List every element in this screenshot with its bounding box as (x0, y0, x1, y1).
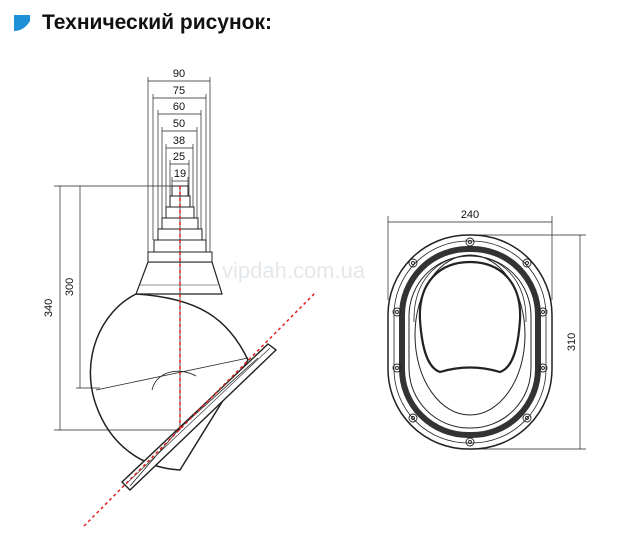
dim-25: 25 (173, 151, 185, 163)
dim-width-240: 240 (461, 209, 479, 221)
dim-75: 75 (173, 85, 185, 97)
dim-90: 90 (173, 68, 185, 80)
bolt-holes (392, 237, 548, 447)
header-marker-icon (14, 15, 30, 31)
top-view (387, 216, 586, 450)
side-view (54, 77, 278, 491)
cone-neck (135, 261, 223, 295)
axis-lines (83, 186, 317, 527)
watermark: vipdah.com.ua (222, 258, 366, 283)
header: Технический рисунок: (12, 8, 272, 38)
page-title: Технический рисунок: (42, 11, 273, 34)
dim-38: 38 (173, 135, 185, 147)
dim-60: 60 (173, 101, 185, 113)
dome-body (89, 293, 249, 471)
dim-19: 19 (174, 168, 186, 180)
dim-height-300: 300 (64, 278, 76, 296)
inner-opening (418, 260, 522, 374)
dim-height-310: 310 (566, 333, 578, 351)
flange-plate (120, 343, 278, 491)
dim-50: 50 (173, 118, 185, 130)
dim-height-340: 340 (43, 299, 55, 317)
